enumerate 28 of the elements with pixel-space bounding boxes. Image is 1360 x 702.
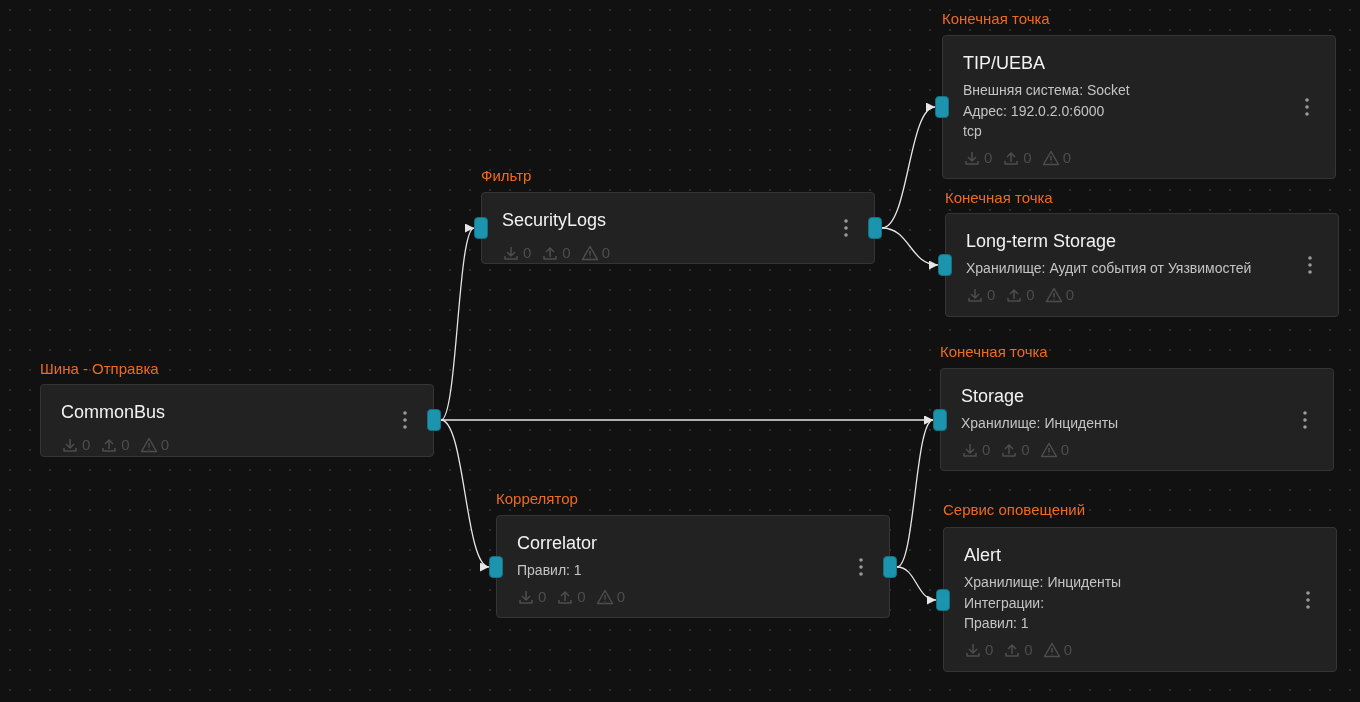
node-type-label: Фильтр <box>481 167 532 185</box>
connector-arrow <box>881 106 936 229</box>
node-title: Long-term Storage <box>966 230 1117 252</box>
node-type-label: Конечная точка <box>942 10 1050 28</box>
node-title: SecurityLogs <box>502 209 607 231</box>
node-type-label: Коррелятор <box>496 490 578 508</box>
node-detail: Хранилище: Инциденты <box>961 415 1119 431</box>
node-type-label: Конечная точка <box>940 343 1048 361</box>
connector-arrow <box>440 227 475 421</box>
connector-arrow <box>896 419 934 568</box>
node-detail: Внешняя система: Socket <box>963 82 1130 98</box>
connector-arrow <box>896 566 937 604</box>
node-detail: Адрес: 192.0.2.0:6000 <box>963 102 1105 119</box>
connector-arrow <box>881 227 939 269</box>
node-detail: Правил: 1 <box>517 562 582 578</box>
node-title: TIP/UEBA <box>963 52 1046 74</box>
node-type-label: Сервис оповещений <box>943 501 1086 519</box>
node-detail: tcp <box>963 123 982 139</box>
node-detail: Хранилище: Аудит события от Уязвимостей <box>966 260 1252 276</box>
node-detail: Правил: 1 <box>964 615 1029 631</box>
node-title: Correlator <box>517 532 598 554</box>
node-detail: Интеграции: <box>964 594 1045 611</box>
node-type-label: Шина - Отправка <box>40 360 159 378</box>
node-type-label: Конечная точка <box>945 189 1053 207</box>
node-title: Alert <box>964 544 1001 566</box>
node-title: CommonBus <box>61 401 166 423</box>
node-detail: Хранилище: Инциденты <box>964 574 1122 590</box>
node-title: Storage <box>961 385 1025 407</box>
